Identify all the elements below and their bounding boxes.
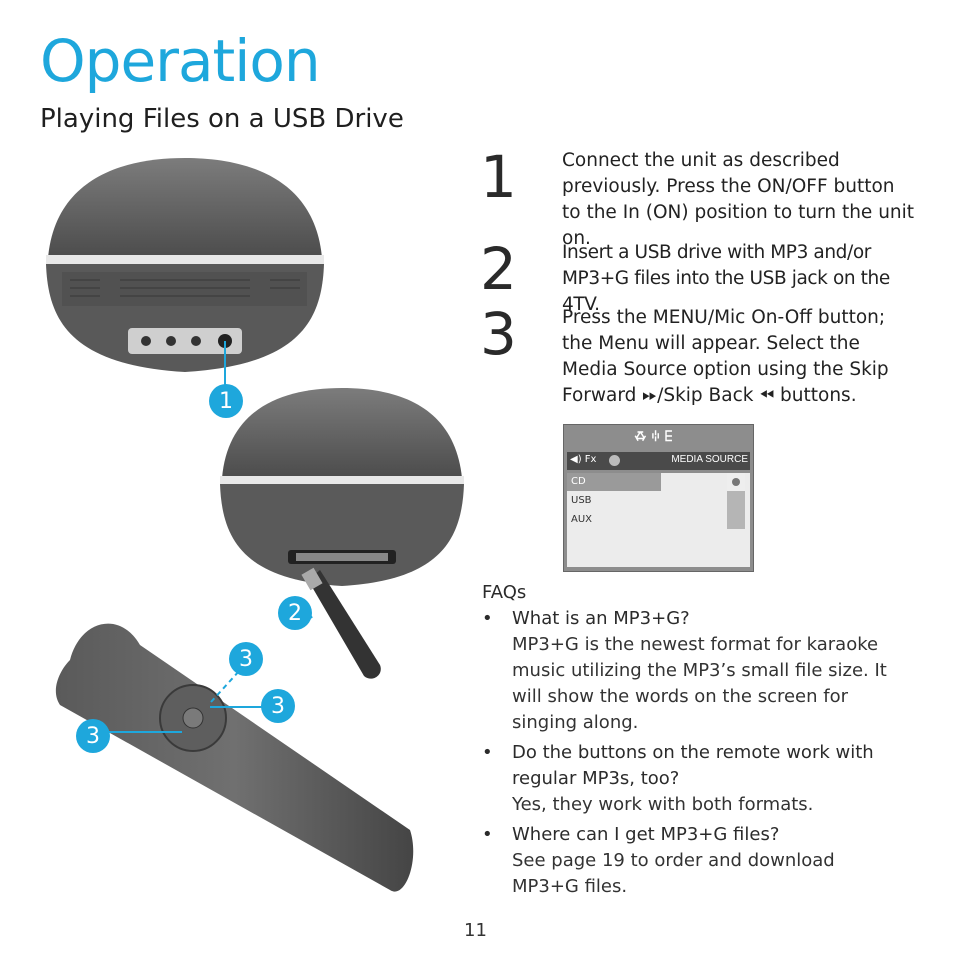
step-1-number: 1 — [480, 143, 517, 211]
faq-heading: FAQs — [482, 582, 527, 603]
faq-item: • Where can I get MP3+G files? See page … — [482, 822, 902, 900]
menu-header-left: ◀) Fx — [570, 454, 597, 465]
menu-item-cd: CD — [571, 476, 586, 487]
faq-answer: MP3+G is the newest format for karaoke m… — [512, 634, 887, 733]
faq-item: • What is an MP3+G? MP3+G is the newest … — [482, 606, 902, 736]
menu-item-usb: USB — [571, 495, 592, 506]
step-3-text: Press the MENU/Mic On-Off button; the Me… — [562, 305, 912, 409]
bullet-icon: • — [482, 742, 493, 763]
bullet-icon: • — [482, 608, 493, 629]
menu-header-right: MEDIA SOURCE — [671, 454, 748, 465]
media-source-menu-screen: ꗇ ꗺ ꗋ ◀) Fx MEDIA SOURCE CD USB AUX — [563, 424, 754, 572]
page-number: 11 — [464, 920, 487, 941]
callout-2: 2 — [278, 596, 312, 630]
callout-3a: 3 — [229, 642, 263, 676]
step-3-text-c: buttons. — [774, 385, 857, 406]
menu-scrollbar — [727, 473, 745, 529]
faq-question: Do the buttons on the remote work with r… — [512, 742, 874, 789]
remote-control — [55, 623, 414, 892]
section-subtitle: Playing Files on a USB Drive — [40, 104, 404, 134]
device-illustrations — [46, 158, 464, 892]
unit-back-view — [46, 158, 324, 392]
page-title: Operation — [40, 27, 321, 95]
step-3-text-b: /Skip Back — [657, 385, 760, 406]
skip-back-icon: ⏪︎ — [759, 385, 775, 406]
bullet-icon: • — [482, 824, 493, 845]
faq-answer: Yes, they work with both formats. — [512, 794, 814, 815]
callout-3c: 3 — [76, 719, 110, 753]
faq-question: What is an MP3+G? — [512, 608, 690, 629]
step-3-number: 3 — [480, 300, 517, 368]
settings-icon — [609, 455, 620, 466]
step-3-text-a: Press the MENU/Mic On-Off button; the Me… — [562, 307, 889, 406]
unit-usb-view — [220, 388, 464, 679]
faq-question: Where can I get MP3+G files? — [512, 824, 780, 845]
step-1-text: Connect the unit as described previously… — [562, 150, 915, 249]
faq-section: FAQs • What is an MP3+G? MP3+G is the ne… — [482, 580, 902, 904]
faq-answer: See page 19 to order and download MP3+G … — [512, 850, 835, 897]
menu-logo: ꗇ ꗺ ꗋ — [634, 429, 673, 445]
callout-1: 1 — [209, 384, 243, 418]
step-2-text: Insert a USB drive with MP3 and/or MP3+G… — [562, 242, 890, 315]
step-2-number: 2 — [480, 235, 517, 303]
skip-forward-icon: ⏩︎ — [642, 385, 658, 406]
menu-item-aux: AUX — [571, 514, 593, 525]
callout-3b: 3 — [261, 689, 295, 723]
faq-item: • Do the buttons on the remote work with… — [482, 740, 902, 818]
